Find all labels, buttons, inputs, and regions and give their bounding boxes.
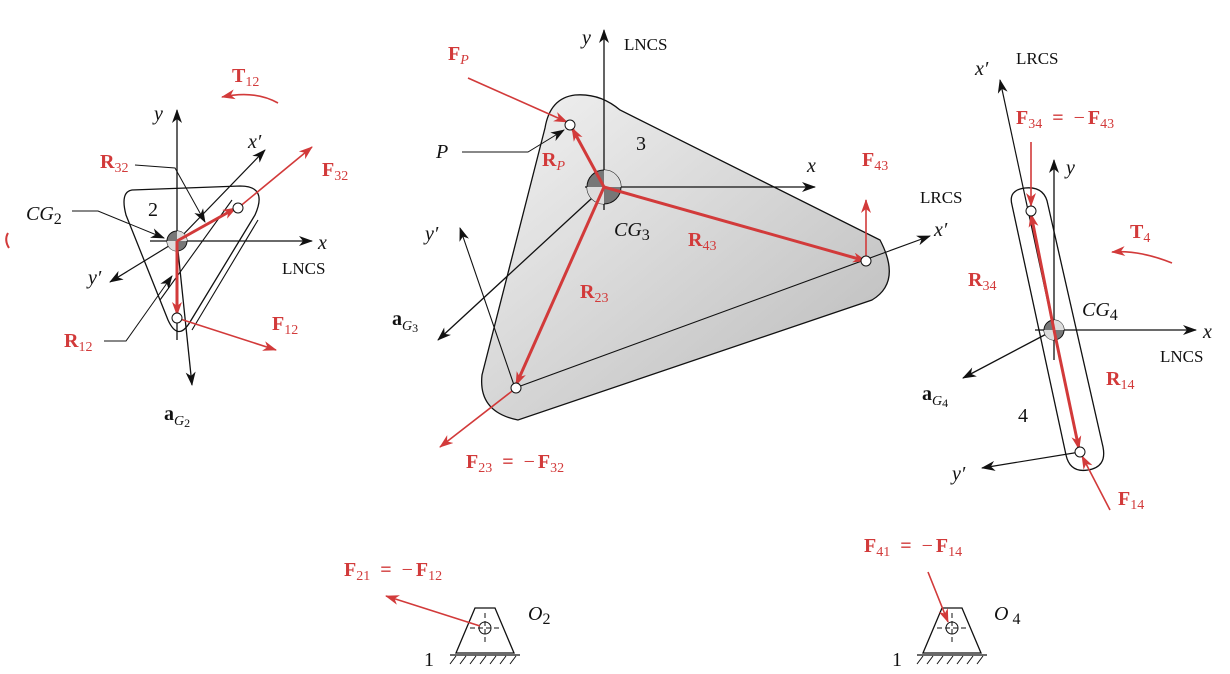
link-2-y-label: y: [152, 103, 163, 125]
link-4-f14-label: F14: [1118, 488, 1144, 513]
link-2-f12-label: F12: [272, 313, 298, 338]
link-2-xprime-label: x′: [247, 131, 262, 153]
link-3-lncs-label: LNCS: [624, 35, 667, 54]
link-2-pin-1: [171, 312, 183, 324]
link-3-x-label: x: [806, 155, 816, 177]
link-2: [5, 89, 313, 386]
link-3-body: [481, 94, 890, 421]
link-2-r32-vector: [176, 206, 237, 243]
link-4-r14-vector: [1052, 329, 1082, 450]
link-2-body: [123, 185, 260, 333]
link-3-xprime-label: x′: [933, 219, 948, 241]
link-2-accel-vector: [176, 240, 196, 386]
link-2-torque-label: T12: [232, 65, 259, 90]
link-4-yprime-axis: [981, 451, 1081, 471]
link-3-y-label: y: [580, 27, 591, 49]
link-3-r23-label: R23: [580, 281, 608, 306]
link-4-r14-label: R14: [1106, 368, 1134, 393]
link-4-yprime-label: y′: [950, 463, 966, 485]
link-3-pin-4: [860, 255, 872, 267]
link-4-f14-vector: [1081, 455, 1111, 511]
link-4-torque-label: T4: [1130, 221, 1150, 246]
link-2-r12-label: R12: [64, 330, 92, 355]
link-4-x-label: x: [1202, 321, 1212, 343]
link-4-y-label: y: [1064, 157, 1075, 179]
link-4-accel-label: aG4: [922, 383, 948, 410]
link-4: [962, 79, 1197, 511]
ground-pivot-o2: [385, 595, 520, 665]
f21-equation: F21=−F12: [344, 559, 442, 584]
link-2-pin-3: [232, 202, 244, 214]
link-4-r34-label: R34: [968, 269, 996, 294]
link-3-pin-p: [564, 119, 576, 131]
link-3-yprime-axis: [459, 227, 516, 389]
link-3-accel-vector: [437, 186, 605, 341]
link-3-f43-label: F43: [862, 149, 888, 174]
link-2-x-label: x: [317, 232, 327, 254]
link-4-number: 4: [1018, 405, 1028, 427]
link-4-pin-3: [1025, 205, 1037, 217]
link-3-r43-label: R43: [688, 229, 716, 254]
link-4-pin-1: [1074, 446, 1086, 458]
link-4-lncs-label: LNCS: [1160, 347, 1203, 366]
link-2-lncs-label: LNCS: [282, 259, 325, 278]
link-3-lrcs-label: LRCS: [920, 188, 963, 207]
link-4-body: [1010, 187, 1105, 472]
f41-equation: F41=−F14: [864, 535, 962, 560]
link-4-accel-vector: [962, 329, 1055, 379]
link-2-cg-label: CG2: [26, 203, 62, 228]
f41-vector: [927, 571, 949, 623]
link-3-f23-vector: [439, 387, 517, 448]
link-3-f23-equation: F23=−F32: [466, 451, 564, 476]
link-3-fp-label: FP: [448, 43, 469, 68]
link-2-xprime-axis: [176, 149, 266, 242]
link-3-accel-label: aG3: [392, 308, 418, 335]
link-2-accel-label: aG2: [164, 403, 190, 430]
link-2-f32-label: F32: [322, 159, 348, 184]
link-4-torque-arrow: [1111, 246, 1173, 264]
link-3-r23-vector: [514, 186, 606, 386]
link-2-torque-arrow: [221, 89, 279, 104]
link-3-pin-2: [510, 382, 522, 394]
link-4-lrcs-label: LRCS: [1016, 49, 1059, 68]
link-3-p-label: P: [435, 141, 448, 163]
link-3-rp-label: RP: [542, 149, 565, 174]
link-2-yprime-label: y′: [86, 267, 102, 289]
link-2-f12-vector: [176, 317, 277, 351]
link-3: [437, 29, 931, 448]
link-2-yprime-axis: [109, 240, 178, 283]
link-2-slot: [159, 199, 259, 331]
f21-vector: [385, 595, 481, 627]
link-2-number: 2: [148, 199, 158, 221]
ground-1-right: 1: [892, 649, 902, 671]
link-3-r43-vector: [603, 185, 867, 263]
link-4-xprime-label: x′: [974, 58, 989, 80]
link-4-cg-label: CG4: [1082, 299, 1118, 324]
link-3-rp-vector: [570, 127, 606, 188]
link-3-yprime-label: y′: [423, 223, 439, 245]
ground-1-left: 1: [424, 649, 434, 671]
link-3-number: 3: [636, 133, 646, 155]
ground-pivot-o4: [916, 571, 987, 665]
link-4-r34-vector: [1028, 213, 1056, 331]
link-3-cg-label: CG3: [614, 219, 650, 244]
o2-label: O2: [528, 603, 550, 628]
link-2-f32-vector: [237, 146, 313, 209]
link-4-f34-equation: F34=−F43: [1016, 107, 1114, 132]
link-3-fp-vector: [467, 77, 568, 123]
link-2-r32-label: R32: [100, 151, 128, 176]
